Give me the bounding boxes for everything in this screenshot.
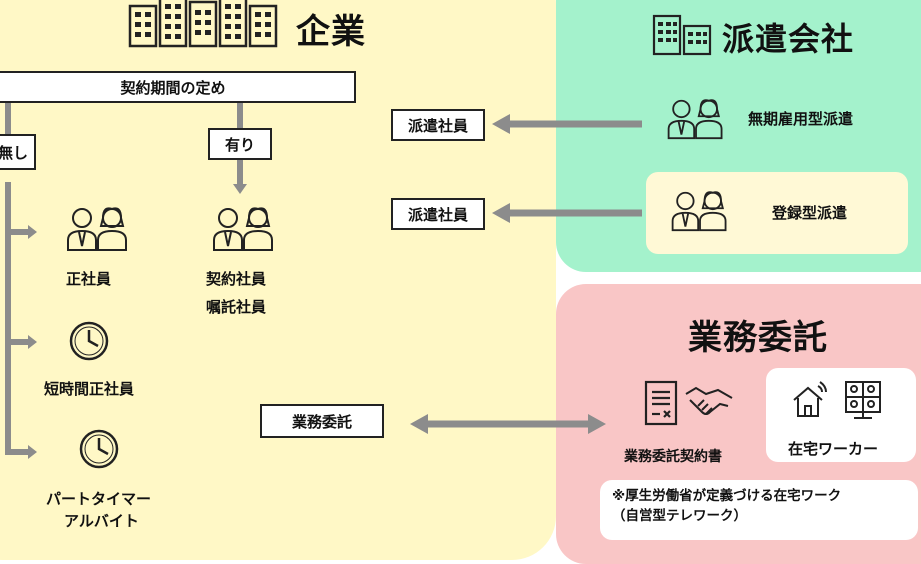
- outsourcing-link-box: 業務委託: [260, 404, 384, 438]
- registered-dispatch-label: 登録型派遣: [772, 204, 848, 222]
- outsourcing-contract-label: 業務委託契約書: [624, 449, 722, 465]
- flow-arrows: [410, 114, 642, 434]
- people-icon: [671, 191, 727, 232]
- regular-employee-label: 正社員: [66, 270, 112, 288]
- outsourcing-title: 業務委託: [688, 318, 828, 358]
- video-call-icon: [845, 381, 881, 419]
- home-work-note-line2: （自営型テレワーク）: [612, 508, 747, 524]
- without-box: 無し: [0, 134, 36, 170]
- dispatch-worker-box-1: 派遣社員: [391, 109, 485, 141]
- people-icon: [667, 99, 723, 140]
- indefinite-dispatch-label: 無期雇用型派遣: [748, 110, 854, 128]
- building-icon: [652, 14, 712, 56]
- clock-icon: [79, 429, 119, 469]
- company-title: 企業: [296, 12, 366, 52]
- temporary-employee-label: 嘱託社員: [206, 298, 267, 316]
- contract-period-box: 契約期間の定め: [0, 71, 356, 103]
- people-icon: [213, 207, 273, 251]
- short-time-employee-label: 短時間正社員: [44, 380, 135, 398]
- clock-icon: [69, 321, 109, 361]
- part-timer-label: パートタイマー: [46, 490, 152, 508]
- people-icon: [67, 207, 127, 251]
- contract-employee-label: 契約社員: [206, 270, 267, 288]
- dispatch-worker-box-2: 派遣社員: [391, 198, 485, 230]
- home-worker-label: 在宅ワーカー: [788, 440, 879, 458]
- house-signal-icon: [793, 381, 827, 417]
- contract-document-icon: [644, 380, 678, 426]
- handshake-icon: [685, 386, 733, 415]
- branch-lines: [5, 103, 247, 459]
- home-work-note-line1: ※厚生労働省が定義づける在宅ワーク: [612, 488, 842, 504]
- dispatch-company-title: 派遣会社: [722, 20, 855, 58]
- home-worker-card: [766, 368, 916, 462]
- building-icon: [128, 0, 278, 48]
- with-box: 有り: [208, 128, 272, 160]
